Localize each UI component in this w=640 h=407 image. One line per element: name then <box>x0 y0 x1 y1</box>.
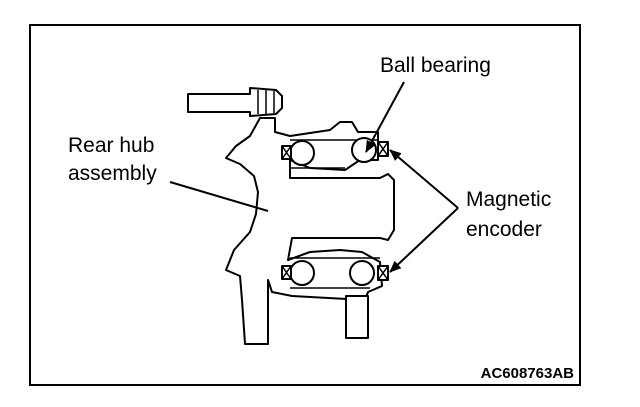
label-rear-hub-line1: Rear hub <box>68 134 154 157</box>
upper-ball-left <box>289 140 315 166</box>
rear-hub-leader <box>169 181 269 212</box>
upper-left-seal <box>281 145 292 160</box>
magnetic-encoder-leader-lower <box>389 207 459 273</box>
upper-magnetic-encoder <box>377 141 389 157</box>
lower-magnetic-encoder <box>377 265 389 281</box>
hub-lower-stub <box>345 295 369 339</box>
magnetic-encoder-leader-upper <box>389 149 459 209</box>
label-magnetic-line2: encoder <box>466 218 542 241</box>
figure-code: AC608763AB <box>481 365 575 382</box>
lower-ball-left <box>289 260 315 286</box>
label-ball-bearing: Ball bearing <box>380 54 491 77</box>
ball-bearing-leader <box>365 81 405 153</box>
lower-ball-right <box>349 260 375 286</box>
label-rear-hub-line2: assembly <box>68 162 157 185</box>
label-magnetic-line1: Magnetic <box>466 188 551 211</box>
lower-left-seal <box>281 265 292 280</box>
